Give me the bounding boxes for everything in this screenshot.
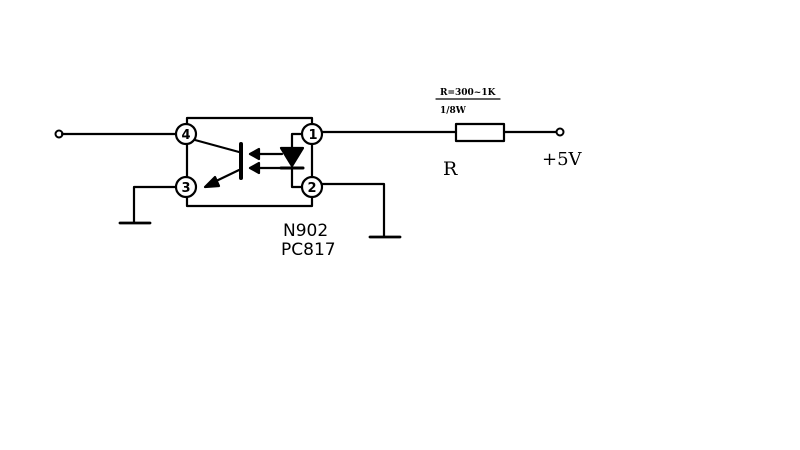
supply-terminal — [555, 127, 565, 137]
pin-2-label: 2 — [307, 181, 316, 196]
part-reference-label: N902 — [283, 221, 328, 241]
pin-3-label: 3 — [181, 181, 190, 196]
collector-lead — [193, 138, 241, 154]
led-anode-lead — [290, 132, 304, 150]
resistor-spec-value: R=300~1K — [440, 88, 497, 98]
resistor-body — [454, 122, 506, 143]
resistor-label: R — [443, 158, 458, 180]
pin-1-label: 1 — [308, 128, 317, 143]
pin-4-circle — [174, 122, 198, 146]
part-number-label: PC817 — [281, 240, 336, 260]
light-arrowhead-2 — [248, 161, 261, 175]
emitter-arrow — [203, 175, 221, 189]
led-triangle — [279, 146, 305, 168]
supply-voltage-label: +5V — [542, 149, 583, 170]
light-arrowhead-1 — [248, 147, 261, 161]
pin-4-label: 4 — [181, 128, 190, 143]
resistor-spec-power: 1/8W — [440, 106, 467, 116]
ground-wire-left — [132, 185, 178, 224]
package-bottom — [185, 196, 314, 208]
led-cathode-lead — [290, 166, 304, 189]
package-outline — [185, 116, 314, 126]
ground-wire-right — [320, 182, 386, 238]
